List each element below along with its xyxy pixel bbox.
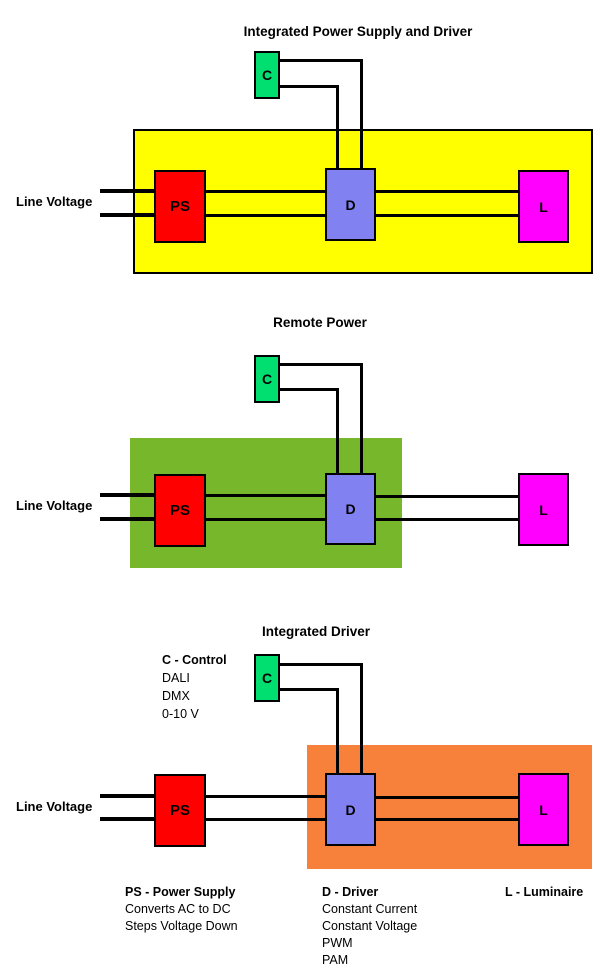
- section1-line-voltage-label: Line Voltage: [16, 194, 93, 209]
- section2-feed-wire-top: [100, 493, 156, 497]
- section2-control-wire-top-h: [280, 363, 363, 366]
- section1-d-l-wire-top: [376, 190, 518, 193]
- section2-luminaire-box: L: [518, 473, 569, 546]
- section1-luminaire-box: L: [518, 170, 569, 243]
- section1-ps-d-wire-top: [206, 190, 325, 193]
- section3-ps-d-wire-bottom: [206, 818, 325, 821]
- section3-power-supply-box: PS: [154, 774, 206, 847]
- section2-control-wire-bottom-h: [280, 388, 339, 391]
- section2-title: Remote Power: [273, 315, 367, 330]
- luminaire-legend: L - Luminaire: [505, 884, 583, 901]
- section2-d-l-wire-bottom: [376, 518, 518, 521]
- driver-legend-heading: D - Driver: [322, 885, 379, 899]
- section2-ps-d-wire-top: [206, 494, 325, 497]
- section1-ps-d-wire-bottom: [206, 214, 325, 217]
- driver-legend-line: PWM: [322, 936, 353, 950]
- section3-title: Integrated Driver: [261, 624, 371, 639]
- section3-ps-d-wire-top: [206, 795, 325, 798]
- section3-d-l-wire-top: [376, 796, 518, 799]
- section2-feed-wire-bottom: [100, 517, 156, 521]
- section3-control-wire-top-v: [360, 663, 363, 773]
- section3-control-wire-bottom-v: [336, 688, 339, 773]
- section3-driver-box: D: [325, 773, 376, 846]
- section1-control-wire-top-v: [360, 59, 363, 168]
- section1-title: Integrated Power Supply and Driver: [243, 24, 473, 39]
- section3-line-voltage-label: Line Voltage: [16, 799, 93, 814]
- section2-control-wire-bottom-v: [336, 388, 339, 473]
- section1-driver-box: D: [325, 168, 376, 241]
- section3-control-wire-top-h: [280, 663, 363, 666]
- section3-feed-wire-bottom: [100, 817, 156, 821]
- section2-control-box: C: [254, 355, 280, 403]
- driver-legend: D - Driver Constant Current Constant Vol…: [322, 884, 417, 969]
- section2-power-supply-box: PS: [154, 474, 206, 547]
- luminaire-legend-heading: L - Luminaire: [505, 885, 584, 899]
- section2-ps-d-wire-bottom: [206, 518, 325, 521]
- section3-d-l-wire-bottom: [376, 818, 518, 821]
- section3-control-wire-bottom-h: [280, 688, 339, 691]
- section2-line-voltage-label: Line Voltage: [16, 498, 93, 513]
- section2-driver-box: D: [325, 473, 376, 545]
- section2-control-wire-top-v: [360, 363, 363, 473]
- section1-control-wire-bottom-h: [280, 85, 339, 88]
- control-legend-line: 0-10 V: [162, 707, 199, 721]
- section3-control-box: C: [254, 654, 280, 702]
- power-supply-legend-line: Converts AC to DC: [125, 902, 231, 916]
- section1-power-supply-box: PS: [154, 170, 206, 243]
- control-legend-line: DALI: [162, 671, 190, 685]
- section1-control-box: C: [254, 51, 280, 99]
- power-supply-legend-heading: PS - Power Supply: [125, 885, 236, 899]
- section1-control-wire-bottom-v: [336, 85, 339, 168]
- driver-legend-line: Constant Voltage: [322, 919, 418, 933]
- control-legend-line: DMX: [162, 689, 190, 703]
- driver-legend-line: Constant Current: [322, 902, 418, 916]
- power-supply-legend-line: Steps Voltage Down: [125, 919, 238, 933]
- section1-d-l-wire-bottom: [376, 214, 518, 217]
- section3-luminaire-box: L: [518, 773, 569, 846]
- driver-legend-line: PAM: [322, 953, 349, 967]
- section1-feed-wire-bottom: [100, 213, 156, 217]
- section1-control-wire-top-h: [280, 59, 363, 62]
- control-legend-heading: C - Control: [162, 653, 227, 667]
- section2-d-l-wire-top: [376, 495, 518, 498]
- power-supply-legend: PS - Power Supply Converts AC to DC Step…: [125, 884, 238, 935]
- section3-feed-wire-top: [100, 794, 156, 798]
- section1-feed-wire-top: [100, 189, 156, 193]
- control-legend: C - Control DALI DMX 0-10 V: [162, 651, 227, 723]
